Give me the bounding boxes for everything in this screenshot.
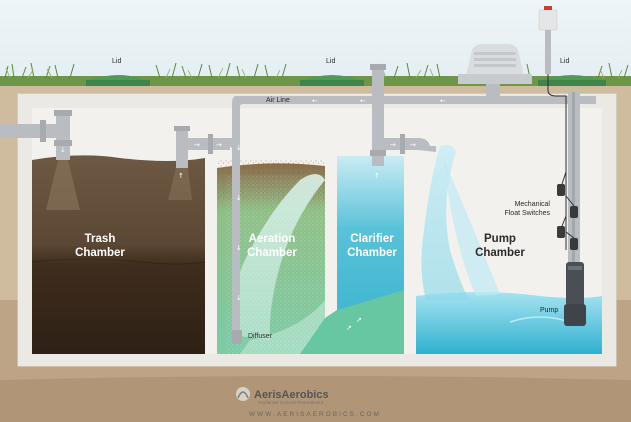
wall-trash-aeration xyxy=(205,108,217,354)
arrow-icon: → xyxy=(194,141,200,149)
brand-logo-mark xyxy=(236,387,250,401)
inlet-spray xyxy=(46,160,80,210)
brand-url: WWW.AERISAEROBICS.COM xyxy=(249,411,381,418)
pump-label: Pump xyxy=(540,307,558,314)
wall-clarifier-pump xyxy=(404,108,416,354)
float-switch-cable xyxy=(547,74,567,250)
trash-chamber-label-1: Trash xyxy=(85,233,116,245)
arrow-icon: ↓ xyxy=(60,146,66,154)
pump-water-stream-2 xyxy=(444,160,500,296)
clarifier-return-channel xyxy=(300,290,404,354)
clarifier-chamber-label-1: Clarifier xyxy=(350,233,394,245)
arrow-icon: ↗ xyxy=(346,324,352,332)
tank-right-wall xyxy=(602,94,616,366)
arrow-icon: ↓ xyxy=(236,244,242,252)
sky xyxy=(0,0,631,82)
arrow-icon: ↗ xyxy=(356,316,362,324)
aeration-bubble-dots xyxy=(226,175,326,355)
pump-water-stream xyxy=(421,144,470,300)
arrow-icon: ↓ xyxy=(236,294,242,302)
tank-bottom-slab xyxy=(18,354,616,366)
tank-left-wall xyxy=(18,94,32,366)
lid-label-3: Lid xyxy=(560,58,569,65)
arrow-icon: → xyxy=(390,141,396,149)
soil-deep-band xyxy=(0,376,631,422)
trash-sludge-line xyxy=(31,258,206,265)
diffuser-label: Diffuser xyxy=(248,333,273,340)
float-switch-label-1: Mechanical xyxy=(515,201,551,208)
brand-tagline: residential General Pretreatment xyxy=(258,400,324,405)
arrow-icon: ← xyxy=(440,97,446,105)
brand-name: AerisAerobics xyxy=(254,389,329,401)
float-switch-label-2: Float Switches xyxy=(504,210,550,217)
lid-pump xyxy=(538,75,606,86)
inlet-pipe xyxy=(0,110,72,160)
clarifier-chamber-fill xyxy=(337,156,404,340)
arrow-icon: ↓ xyxy=(236,194,242,202)
pump-chamber-label-1: Pump xyxy=(484,233,516,245)
arrow-icon: → xyxy=(410,141,416,149)
lid-label-2: Lid xyxy=(326,58,335,65)
float-switch-1 xyxy=(557,171,567,196)
transfer-spray xyxy=(168,168,192,200)
arrow-icon: ← xyxy=(360,97,366,105)
blower-icon xyxy=(458,44,532,98)
air-line xyxy=(232,96,596,344)
trash-chamber-label-2: Chamber xyxy=(75,247,125,259)
float-switch-4 xyxy=(565,231,578,250)
wall-aeration-clarifier xyxy=(325,108,337,310)
air-line-label: Air Line xyxy=(266,97,290,104)
clarifier-vent-pipe xyxy=(370,64,436,166)
lid-trash xyxy=(86,75,150,86)
arrow-icon: → xyxy=(216,141,222,149)
arrow-icon: ↑ xyxy=(374,172,380,180)
arrow-icon: ← xyxy=(312,97,318,105)
float-switch-2 xyxy=(565,195,578,218)
control-box-icon xyxy=(538,6,558,74)
lid-clarifier xyxy=(300,75,364,86)
pump-chamber-water xyxy=(416,292,602,354)
aeration-chamber-label-1: Aeration xyxy=(249,233,296,245)
pump-chamber-label-2: Chamber xyxy=(475,247,525,259)
arrow-icon: ↑ xyxy=(178,172,184,180)
arrow-icon: ↓ xyxy=(236,144,242,152)
pump-icon xyxy=(564,262,586,326)
float-switch-3 xyxy=(557,215,567,238)
aeration-chamber-label-2: Chamber xyxy=(247,247,297,259)
clarifier-chamber-label-2: Chamber xyxy=(347,247,397,259)
lid-label-1: Lid xyxy=(112,58,121,65)
